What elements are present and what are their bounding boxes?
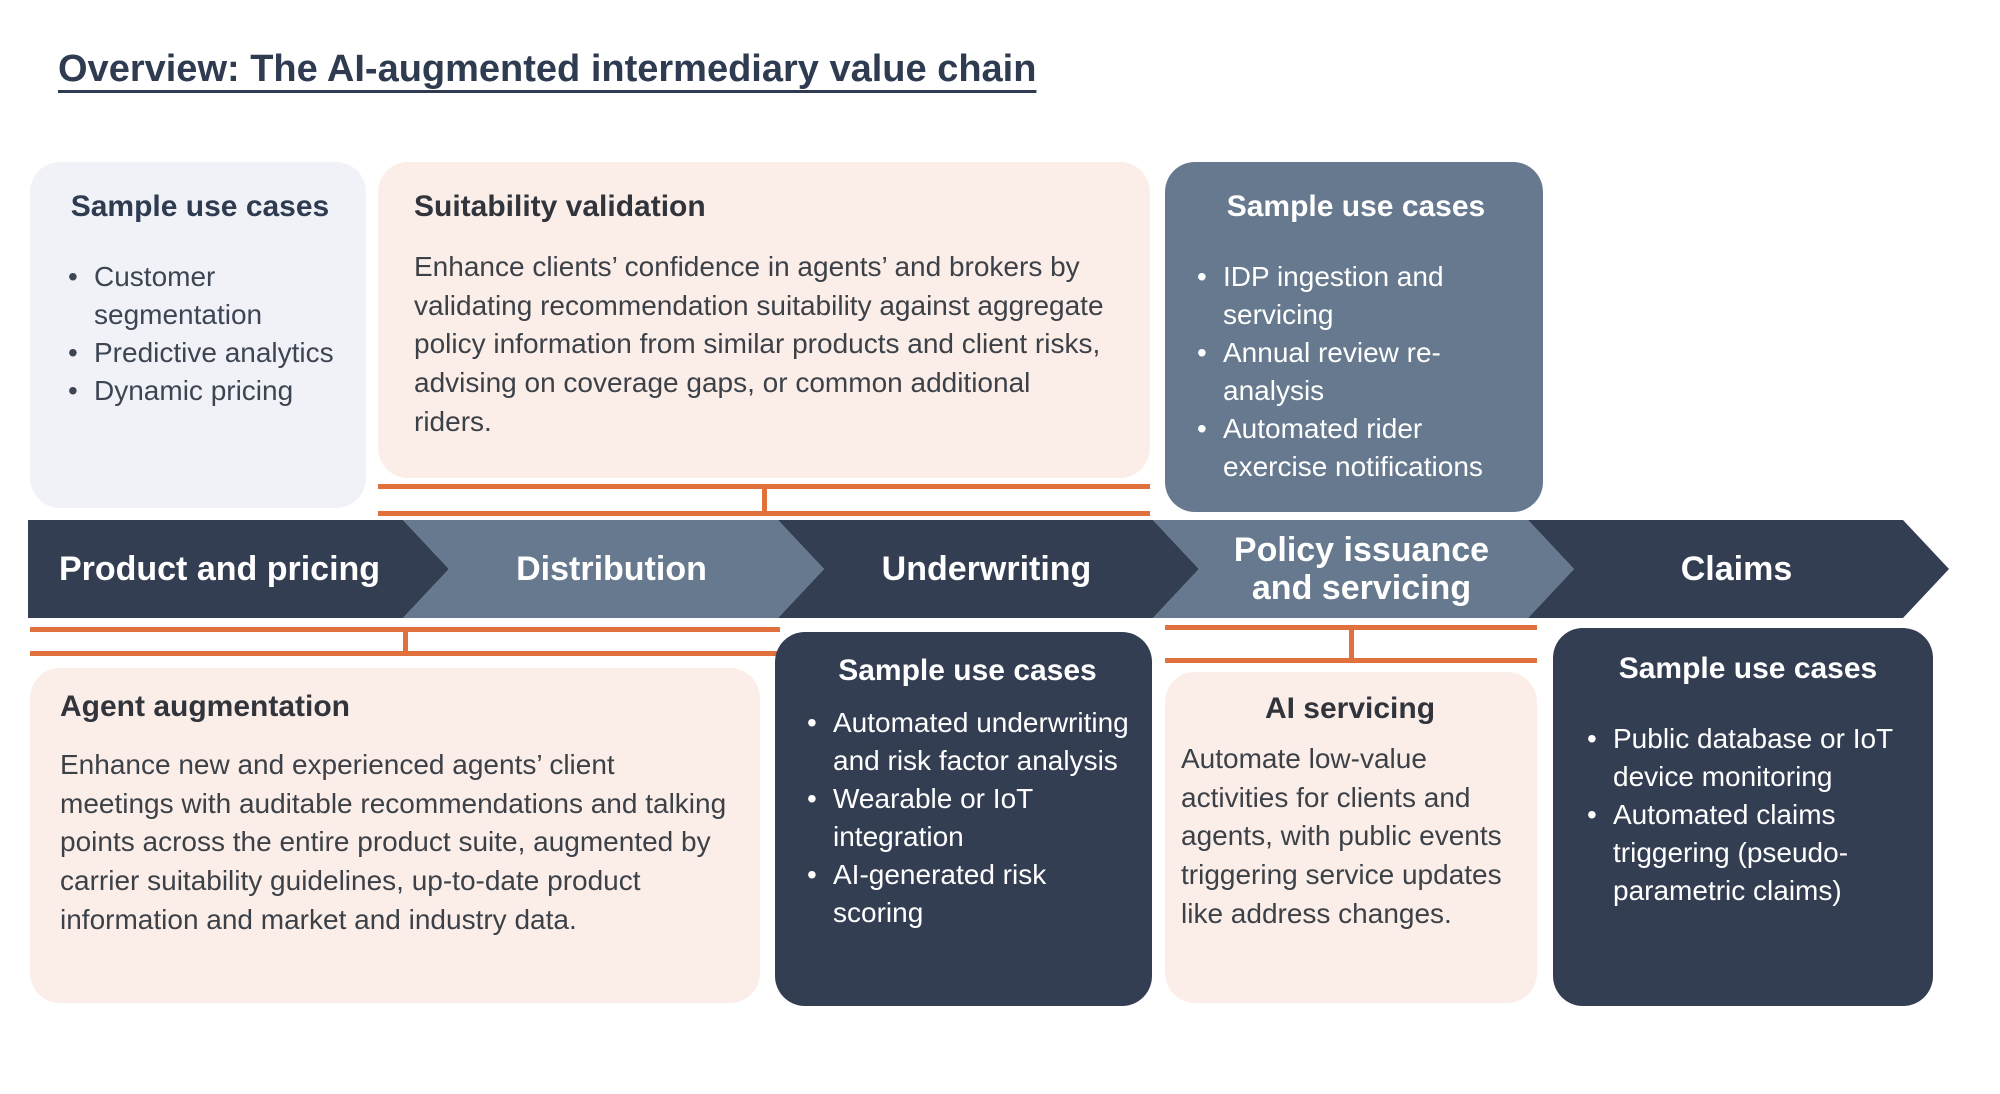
connector-tick [403, 627, 408, 656]
product-pricing-use-cases-box: Sample use cases Customer segmentationPr… [30, 162, 366, 508]
box-heading: Sample use cases [1226, 190, 1486, 223]
chevron-distribution: Distribution [403, 520, 824, 618]
ai-servicing-box: AI servicing Automate low-value activiti… [1165, 672, 1537, 1003]
chevron-label: Product and pricing [58, 549, 381, 588]
agent-augmentation-box: Agent augmentation Enhance new and exper… [30, 668, 760, 1003]
list-item: Automated claims triggering (pseudo-para… [1579, 796, 1917, 910]
list-item: AI-generated risk scoring [799, 856, 1136, 932]
list-item: Wearable or IoT integration [799, 780, 1136, 856]
list-item: Dynamic pricing [60, 372, 340, 410]
connector-ai-servicing [1165, 625, 1537, 663]
list-item: Automated underwriting and risk factor a… [799, 704, 1136, 780]
connector-suitability-validation [378, 484, 1150, 516]
chevron-product-and-pricing: Product and pricing [28, 520, 449, 618]
box-heading: AI servicing [1264, 692, 1436, 725]
chevron-label: Underwriting [881, 549, 1092, 588]
chevron-policy-issuance-and-servicing: Policy issuance and servicing [1153, 520, 1574, 618]
box-heading: Suitability validation [414, 190, 706, 223]
list-item: Annual review re-analysis [1189, 334, 1523, 410]
connector-agent-augmentation [30, 627, 780, 656]
underwriting-use-cases-box: Sample use cases Automated underwriting … [775, 632, 1152, 1006]
value-chain-steps: Product and pricing Distribution Underwr… [0, 520, 2000, 618]
chevron-underwriting: Underwriting [778, 520, 1199, 618]
list-item: Customer segmentation [60, 258, 340, 334]
box-body: Enhance new and experienced agents’ clie… [60, 749, 727, 935]
box-body: Enhance clients’ confidence in agents’ a… [414, 251, 1104, 437]
use-case-list: Public database or IoT device monitoring… [1579, 720, 1917, 910]
box-body: Automate low-value activities for client… [1181, 743, 1502, 929]
box-heading: Sample use cases [1618, 652, 1878, 685]
page-title: Overview: The AI-augmented intermediary … [58, 48, 1037, 90]
use-case-list: IDP ingestion and servicingAnnual review… [1189, 258, 1523, 486]
chevron-label: Policy issuance and servicing [1233, 530, 1490, 607]
chevron-label: Claims [1680, 549, 1793, 588]
box-heading: Agent augmentation [60, 690, 350, 723]
use-case-list: Customer segmentationPredictive analytic… [60, 258, 340, 410]
list-item: Predictive analytics [60, 334, 340, 372]
list-item: Public database or IoT device monitoring [1579, 720, 1917, 796]
list-item: IDP ingestion and servicing [1189, 258, 1523, 334]
chevron-claims: Claims [1528, 520, 1949, 618]
policy-issuance-use-cases-box: Sample use cases IDP ingestion and servi… [1165, 162, 1543, 512]
box-heading: Sample use cases [70, 190, 330, 223]
claims-use-cases-box: Sample use cases Public database or IoT … [1553, 628, 1933, 1006]
suitability-validation-box: Suitability validation Enhance clients’ … [378, 162, 1150, 478]
connector-tick [762, 484, 767, 516]
use-case-list: Automated underwriting and risk factor a… [799, 704, 1136, 932]
list-item: Automated rider exercise notifications [1189, 410, 1523, 486]
connector-tick [1349, 625, 1354, 663]
chevron-label: Distribution [516, 549, 707, 588]
box-heading: Sample use cases [838, 654, 1097, 687]
